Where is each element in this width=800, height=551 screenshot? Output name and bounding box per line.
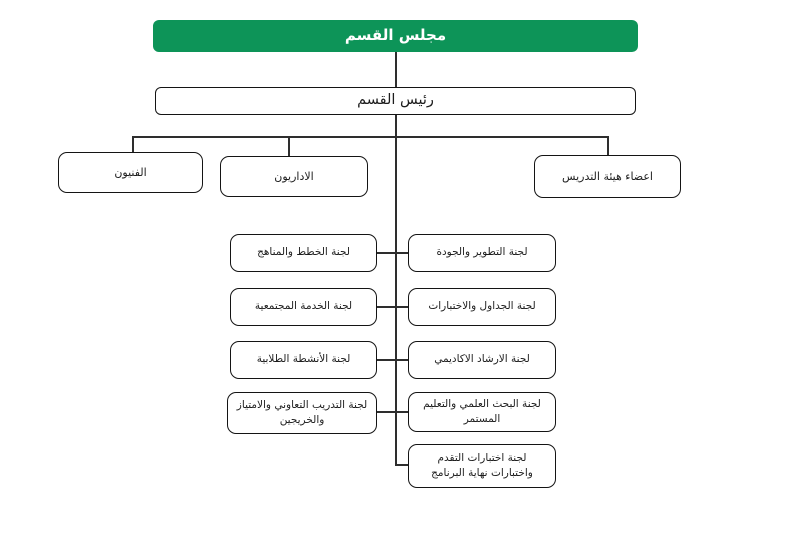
group-faculty-members-node: اعضاء هيئة التدريس [534,155,681,198]
connector-root-to-head [395,52,397,87]
connector-committee-row4 [377,411,408,413]
department-head-node: رئيس القسم [155,87,636,115]
committee-research-continuing-education-node: لجنة البحث العلمي والتعليم المستمر [408,392,556,432]
committee-coop-training-alumni-node: لجنة التدريب التعاوني والامتياز والخريجي… [227,392,377,434]
connector-committee-row1 [377,252,408,254]
committee-progress-final-program-exams-node: لجنة اختبارات التقدم واختبارات نهاية الب… [408,444,556,488]
connector-drop-admins [288,137,290,156]
group-technicians-node: الفنيون [58,152,203,193]
connector-drop-faculty [607,137,609,155]
group-administrators-node: الاداريون [220,156,368,197]
committee-community-service-node: لجنة الخدمة المجتمعية [230,288,377,326]
committee-academic-advising-node: لجنة الارشاد الاكاديمي [408,341,556,379]
committee-schedules-exams-node: لجنة الجداول والاختبارات [408,288,556,326]
connector-drop-technicians [132,137,134,152]
department-council-node: مجلس القسم [153,20,638,52]
connector-trunk-vertical [395,115,397,466]
committee-development-quality-node: لجنة التطوير والجودة [408,234,556,272]
committee-student-activities-node: لجنة الأنشطة الطلابية [230,341,377,379]
connector-level2-horizontal [132,136,609,138]
connector-committee-row5-elbow [395,464,408,466]
connector-committee-row2 [377,306,408,308]
committee-plans-curricula-node: لجنة الخطط والمناهج [230,234,377,272]
connector-committee-row3 [377,359,408,361]
